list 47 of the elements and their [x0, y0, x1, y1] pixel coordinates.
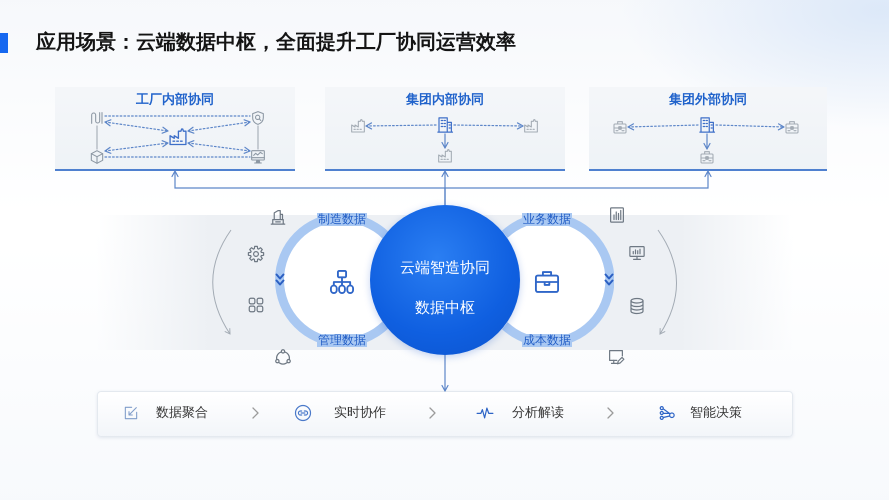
ring-label: 制造数据: [317, 213, 367, 226]
factory-icon: [350, 118, 366, 134]
connector-line: [104, 115, 251, 117]
panel-heading: 集团外部协同: [669, 92, 747, 108]
toolbox-icon: [784, 119, 800, 135]
toolbox-icon: [612, 119, 628, 135]
arrow: [703, 133, 711, 150]
shield-icon: [250, 110, 266, 126]
arrow: [441, 133, 449, 149]
double-arrow: [104, 119, 169, 134]
panel-box: [55, 87, 295, 171]
ring-label: 管理数据: [317, 334, 367, 347]
arrow: [444, 170, 712, 206]
title: 应用场景：云端数据中枢，全面提升工厂协同运营效率: [36, 32, 516, 54]
hub-label: 数据中枢: [415, 299, 475, 317]
connector-line: [104, 156, 251, 158]
arrow: [441, 354, 449, 392]
panel-box: [589, 87, 827, 171]
ring-label: 成本数据: [522, 334, 572, 347]
arrow: [453, 122, 524, 130]
step-label: 数据聚合: [156, 406, 208, 420]
building-icon: [698, 116, 716, 134]
factory-icon: [523, 118, 539, 134]
double-arrow: [187, 119, 251, 134]
pipe-icon: [89, 110, 105, 126]
step-label: 分析解读: [512, 406, 564, 420]
toolbox-icon: [699, 149, 715, 165]
ring-label: 业务数据: [522, 213, 572, 226]
hub-label: 云端智造协同: [400, 259, 490, 277]
building-icon: [436, 116, 454, 134]
connector-line: [257, 125, 259, 150]
double-arrow: [104, 140, 169, 154]
step-label: 实时协作: [334, 406, 386, 420]
step-bar: [97, 391, 793, 437]
double-arrow: [187, 140, 251, 154]
arrow: [627, 123, 699, 130]
cube-icon: [89, 149, 105, 165]
arrow: [715, 123, 785, 130]
panel-heading: 工厂内部协同: [136, 92, 214, 108]
step-label: 智能决策: [690, 406, 742, 420]
monitor-icon: [250, 149, 266, 165]
connector-line: [96, 125, 98, 150]
factory-icon: [437, 148, 453, 164]
panel-box: [325, 87, 565, 171]
factory-icon: [168, 127, 188, 147]
arrow: [365, 122, 437, 130]
panel-heading: 集团内部协同: [406, 92, 484, 108]
